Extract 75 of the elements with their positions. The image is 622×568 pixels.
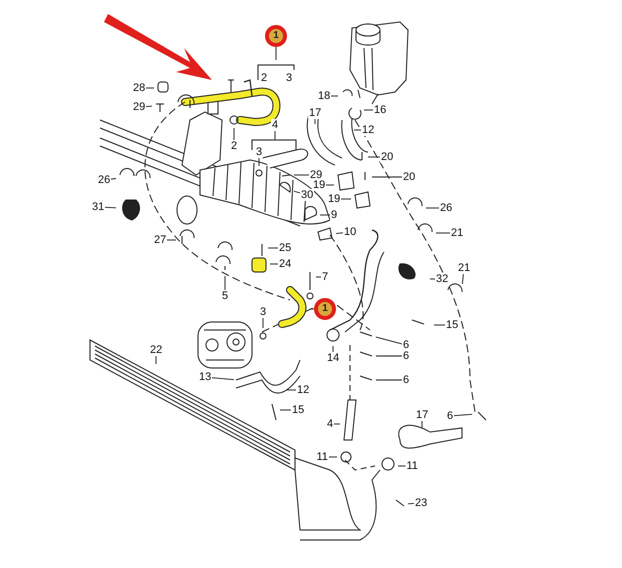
leader-line bbox=[408, 502, 414, 504]
callout-number: 20 bbox=[380, 151, 394, 163]
callout-number: 21 bbox=[450, 227, 464, 239]
leader-line bbox=[310, 308, 314, 310]
callout-number: 4 bbox=[271, 119, 280, 131]
leader-line bbox=[316, 276, 322, 278]
leader-line bbox=[104, 206, 116, 208]
leader-line bbox=[372, 176, 402, 178]
callout-number: 3 bbox=[259, 306, 268, 318]
callout-number: 25 bbox=[278, 242, 292, 254]
leader-line bbox=[110, 178, 116, 180]
callout-number: 19 bbox=[312, 179, 326, 191]
leader-line bbox=[294, 174, 310, 176]
leader-line bbox=[262, 318, 264, 328]
callout-number: 6 bbox=[446, 410, 454, 422]
callout-number: 31 bbox=[91, 201, 106, 213]
leader-line bbox=[274, 130, 276, 140]
leader-line bbox=[146, 106, 152, 108]
callout-number: 2 bbox=[261, 72, 268, 84]
callout-number: 16 bbox=[373, 104, 388, 116]
callout-number: 6 bbox=[402, 339, 410, 351]
leader-line bbox=[328, 456, 338, 458]
callout-number: 11 bbox=[316, 451, 329, 463]
callout-number: 22 bbox=[149, 344, 164, 356]
callout-number: 3 bbox=[286, 72, 292, 84]
callout-number: 15 bbox=[445, 319, 460, 331]
callout-number: 3 bbox=[255, 146, 264, 158]
leader-line bbox=[336, 232, 344, 234]
callout-number: 2 bbox=[230, 140, 238, 152]
leader-line bbox=[258, 158, 260, 166]
callout-number: 21 bbox=[457, 262, 472, 274]
callout-number: 13 bbox=[198, 371, 212, 383]
callout-number: 5 bbox=[221, 290, 230, 302]
leader-line bbox=[340, 198, 352, 200]
callout-number: 12 bbox=[361, 124, 376, 136]
leader-line bbox=[224, 276, 226, 290]
leader-line bbox=[462, 274, 464, 284]
callout-number: 11 bbox=[406, 460, 419, 472]
callout-number: 29 bbox=[132, 101, 146, 113]
leader-line bbox=[430, 278, 436, 280]
leader-line bbox=[375, 336, 402, 344]
callout-number: 4 bbox=[326, 418, 334, 430]
leader-line bbox=[326, 184, 334, 186]
callout-number: 32 bbox=[435, 273, 450, 285]
callout-number: 19 bbox=[327, 193, 342, 205]
callout-number: 27 bbox=[153, 234, 168, 246]
callout-number: 18 bbox=[317, 90, 332, 102]
callout-number: 26 bbox=[439, 202, 454, 214]
leader-line bbox=[293, 190, 300, 194]
callout-number: 20 bbox=[402, 171, 416, 183]
highlighted-callout-number: 1 bbox=[265, 25, 287, 47]
callout-number: 15 bbox=[291, 404, 306, 416]
leader-line bbox=[314, 118, 316, 124]
callout-number: 10 bbox=[343, 226, 358, 238]
callout-number: 24 bbox=[278, 258, 292, 270]
callout-number: 6 bbox=[402, 374, 410, 386]
callout-number: 12 bbox=[296, 384, 310, 396]
leader-line bbox=[332, 346, 334, 352]
leader-line bbox=[454, 414, 472, 416]
leader-line bbox=[320, 214, 330, 216]
callout-number: 17 bbox=[308, 107, 322, 119]
callout-number: 6 bbox=[402, 350, 410, 362]
callout-number: 9 bbox=[330, 209, 338, 221]
callout-number: 17 bbox=[415, 409, 430, 421]
callout-number: 26 bbox=[97, 174, 112, 186]
callout-number: 7 bbox=[321, 271, 330, 283]
leader-line bbox=[212, 377, 234, 380]
leader-line bbox=[368, 156, 380, 158]
callout-number: 23 bbox=[414, 497, 428, 509]
callout-number: 14 bbox=[326, 352, 340, 364]
callout-number: 30 bbox=[300, 189, 314, 201]
leader-line bbox=[436, 232, 450, 234]
highlighted-callout-number: 1 bbox=[314, 298, 336, 320]
callout-number: 28 bbox=[132, 82, 146, 94]
leader-line bbox=[434, 324, 446, 326]
